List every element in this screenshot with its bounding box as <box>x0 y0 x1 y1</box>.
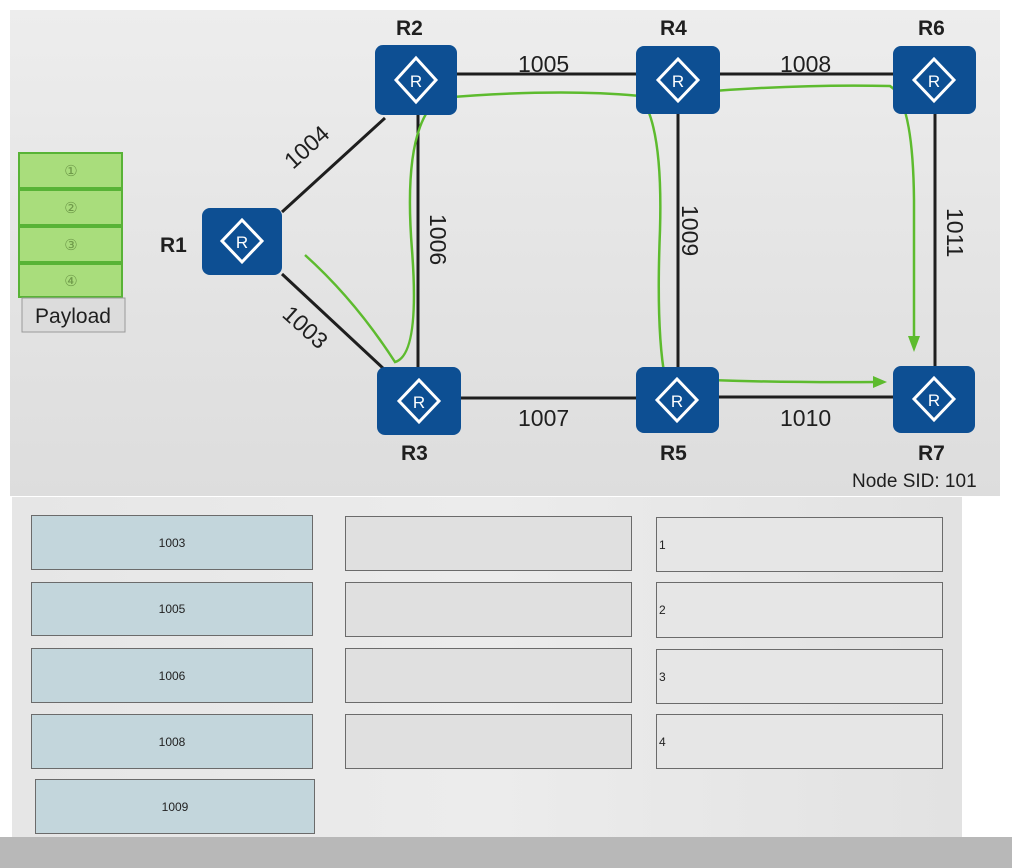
svg-text:R: R <box>671 392 683 411</box>
drag-option-1005[interactable]: 1005 <box>31 582 313 636</box>
slot-label-3: 3 <box>656 649 943 704</box>
drag-option-1009[interactable]: 1009 <box>35 779 315 834</box>
link-label-1009: 1009 <box>677 205 703 256</box>
link-label-1008: 1008 <box>780 51 831 77</box>
path-arrow-r6-r7 <box>908 336 920 352</box>
router-icon <box>911 375 957 423</box>
slot-label-4: 4 <box>656 714 943 769</box>
stack-slot-2 <box>18 189 123 226</box>
drag-option-1003[interactable]: 1003 <box>31 515 313 570</box>
drag-option-1006[interactable]: 1006 <box>31 648 313 703</box>
svg-text:R: R <box>928 391 940 410</box>
link-r1-r2 <box>280 116 387 214</box>
router-icon <box>911 56 957 104</box>
stack-slot-4 <box>18 263 123 298</box>
router-r5: R <box>636 367 719 433</box>
link-label-1007: 1007 <box>518 405 569 431</box>
svg-text:R: R <box>672 72 684 91</box>
footer-bar <box>0 837 1012 868</box>
router-r7: R <box>893 366 975 433</box>
router-label-r7: R7 <box>918 442 945 465</box>
link-label-1006: 1006 <box>425 214 451 265</box>
router-r4: R <box>636 46 720 114</box>
drop-target-2[interactable] <box>345 582 632 637</box>
router-icon <box>396 377 442 425</box>
router-label-r5: R5 <box>660 442 687 465</box>
router-icon <box>654 376 700 424</box>
router-r2: R <box>375 45 457 115</box>
sr-path <box>304 84 916 384</box>
svg-text:R: R <box>410 72 422 91</box>
link-label-1003: 1003 <box>278 300 333 354</box>
svg-text:Payload: Payload <box>35 305 111 328</box>
svg-text:①: ① <box>64 163 77 180</box>
drop-target-3[interactable] <box>345 648 632 703</box>
slot-label-1: 1 <box>656 517 943 572</box>
router-label-r3: R3 <box>401 442 428 465</box>
router-label-r6: R6 <box>918 17 945 40</box>
drop-target-4[interactable] <box>345 714 632 769</box>
router-r6: R <box>893 46 976 114</box>
router-icon <box>219 217 265 265</box>
router-icon <box>655 56 701 104</box>
link-label-1004: 1004 <box>279 120 335 174</box>
link-r1-r3 <box>280 272 387 372</box>
svg-text:R: R <box>236 233 248 252</box>
stack-slot-3 <box>18 226 123 263</box>
svg-text:③: ③ <box>64 237 77 254</box>
link-label-1010: 1010 <box>780 405 831 431</box>
links <box>280 72 937 400</box>
path-arrow-r7 <box>873 376 887 388</box>
router-label-r1: R1 <box>160 234 187 257</box>
svg-text:R: R <box>413 393 425 412</box>
drop-target-1[interactable] <box>345 516 632 571</box>
topology-panel <box>10 10 1000 496</box>
router-r3: R <box>377 367 461 435</box>
node-sid-label: Node SID: 101 <box>852 471 977 492</box>
drag-option-1008[interactable]: 1008 <box>31 714 313 769</box>
router-label-r4: R4 <box>660 17 687 40</box>
topology-diagram: 1004 1003 1005 1006 1007 1008 1009 1010 … <box>18 17 977 492</box>
stack-slot-1 <box>18 152 123 189</box>
svg-text:②: ② <box>64 200 77 217</box>
router-icon <box>393 55 439 105</box>
label-stack: ① ② ③ ④ Payload <box>18 152 126 333</box>
svg-text:④: ④ <box>64 273 77 290</box>
slot-label-2: 2 <box>656 582 943 638</box>
link-label-1011: 1011 <box>942 208 968 257</box>
router-r1: R <box>202 208 282 275</box>
link-label-1005: 1005 <box>518 51 569 77</box>
svg-text:R: R <box>928 72 940 91</box>
router-label-r2: R2 <box>396 17 423 40</box>
payload-box <box>21 297 126 333</box>
